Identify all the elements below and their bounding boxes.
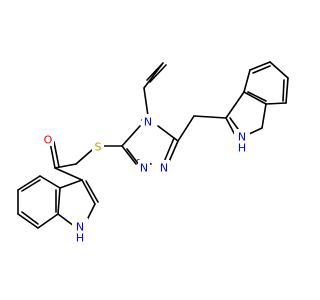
bond: [252, 65, 271, 74]
bond: [126, 148, 141, 167]
atom-label: N: [160, 162, 168, 175]
atom-label: N: [144, 116, 152, 129]
atom-label: H: [238, 142, 246, 155]
bond: [21, 211, 39, 225]
bond: [285, 77, 289, 104]
bond: [247, 91, 267, 102]
atom-label: S: [95, 141, 102, 154]
atom-n-indole-top: N H: [234, 129, 250, 155]
bond: [261, 103, 267, 129]
bond: [39, 175, 61, 189]
bond: [49, 141, 56, 169]
bond: [81, 179, 96, 205]
atom-label: O: [44, 134, 53, 147]
bond: [269, 61, 289, 79]
bond: [59, 179, 83, 189]
atom-label: N: [238, 131, 246, 144]
bond: [243, 91, 267, 105]
atom-o: O: [42, 132, 54, 147]
atom-n4: N: [142, 114, 154, 129]
bond: [249, 61, 271, 71]
bond: [121, 125, 141, 147]
bond: [282, 79, 285, 102]
bond: [265, 102, 287, 105]
bonds: [17, 61, 289, 229]
bond: [54, 167, 83, 181]
bond: [17, 175, 41, 191]
bond: [17, 213, 39, 229]
bond: [177, 115, 195, 142]
bond: [163, 137, 175, 163]
bond: [143, 87, 149, 117]
bond: [225, 91, 245, 119]
bond: [193, 115, 227, 119]
bond: [85, 180, 99, 203]
atom-n1: N: [158, 160, 170, 175]
atom-s: S: [92, 139, 104, 154]
atom-labels: N N N S O N H: [42, 114, 250, 245]
bond: [225, 117, 236, 136]
molecule-canvas: N N N S O N H: [17, 61, 289, 245]
atom-label: H: [76, 232, 84, 245]
atom-label: N: [76, 221, 84, 234]
bond: [57, 213, 75, 227]
atom-n-indole-bottom: N H: [72, 218, 88, 245]
atom-n2: N: [138, 160, 150, 175]
bond: [37, 213, 59, 229]
bond: [75, 149, 93, 165]
atom-label: N: [140, 162, 148, 175]
bond: [229, 117, 239, 130]
bond: [57, 187, 61, 215]
structure-diagram: N N N S O N H: [17, 61, 289, 245]
bond: [53, 141, 60, 168]
bond: [121, 145, 137, 165]
bond: [157, 125, 179, 142]
bond: [143, 62, 164, 89]
bond: [243, 69, 251, 93]
bond: [149, 64, 167, 83]
bond: [21, 179, 41, 192]
